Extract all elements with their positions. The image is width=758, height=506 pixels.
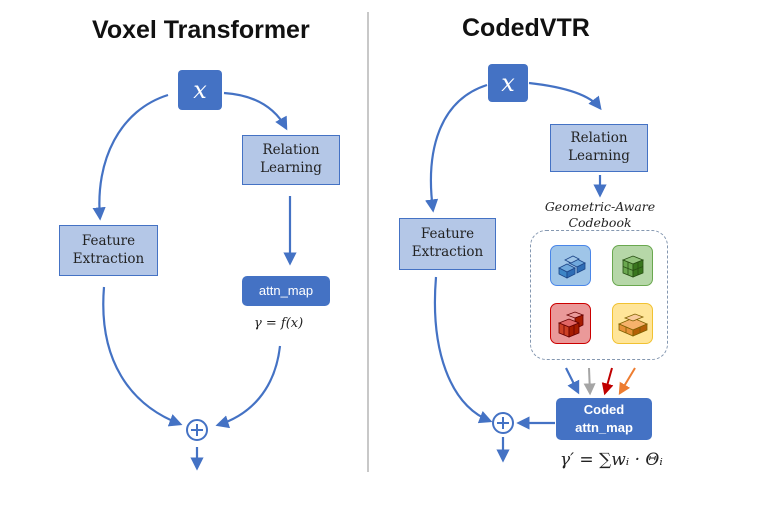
cube-orange-icon	[617, 313, 648, 337]
right-arrow-x-to-relation	[528, 81, 602, 111]
left-feature-extraction-box: Feature Extraction	[59, 225, 158, 276]
right-relation-learning-box: Relation Learning	[550, 124, 648, 172]
left-panel-title: Voxel Transformer	[92, 16, 310, 44]
right-coded-attn-map-box: Coded attn_map	[556, 398, 652, 440]
left-sum-icon	[186, 419, 208, 441]
codebook-arrow-blue	[565, 367, 580, 395]
codebook-cube-blue	[550, 245, 591, 286]
left-attn-map-box: attn_map	[242, 276, 330, 306]
codebook-title: Geometric-Aware Codebook	[544, 199, 656, 231]
right-arrow-x-to-feature	[425, 83, 488, 213]
codebook-arrow-gray	[583, 367, 596, 396]
right-formula: γ′ = ∑wᵢ · Θᵢ	[560, 450, 663, 470]
codebook-arrow-orange	[618, 367, 636, 396]
codebook-arrow-red	[601, 367, 614, 396]
left-arrow-attn-to-sum	[215, 345, 282, 429]
left-formula: γ = f(x)	[254, 316, 304, 331]
right-sum-icon	[492, 412, 514, 434]
panel-divider	[367, 12, 369, 472]
cube-red-icon	[557, 311, 584, 338]
codebook-outline	[530, 230, 668, 360]
codebook-cube-orange	[612, 303, 653, 344]
right-panel-title: CodedVTR	[462, 14, 590, 42]
right-feature-extraction-box: Feature Extraction	[399, 218, 496, 270]
right-input-node: x	[488, 64, 528, 102]
right-arrow-feature-to-sum	[433, 276, 493, 424]
left-arrow-feature-to-sum	[102, 286, 183, 427]
left-relation-learning-box: Relation Learning	[242, 135, 340, 185]
codebook-cube-green	[612, 245, 653, 286]
left-input-node: x	[178, 70, 222, 110]
cube-blue-icon	[557, 255, 586, 279]
left-arrow-x-to-relation	[223, 91, 288, 131]
codebook-cube-red	[550, 303, 591, 344]
left-arrow-x-to-feature	[92, 93, 169, 221]
cube-green-icon	[621, 255, 644, 278]
